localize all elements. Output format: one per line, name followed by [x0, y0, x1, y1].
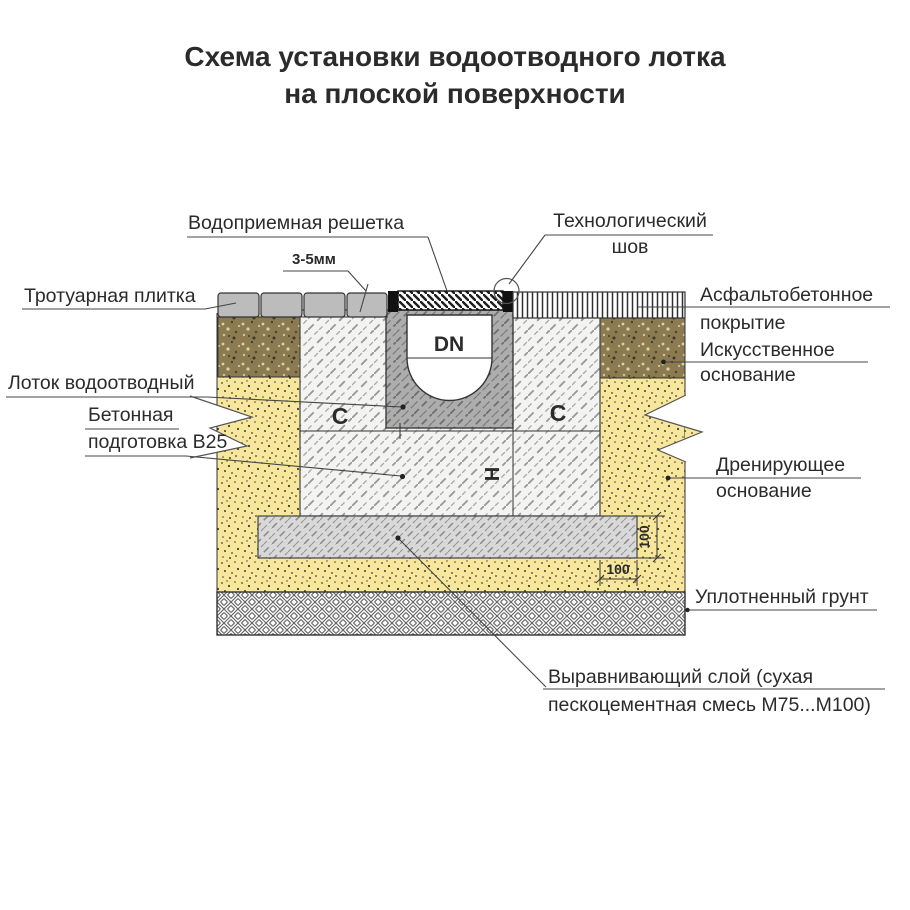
leader-tech-seam [508, 234, 546, 285]
label-drainage-base-line1: Дренирующее [716, 454, 845, 476]
dim-slash [595, 574, 605, 584]
label-compacted-soil: Уплотненный грунт [695, 586, 869, 608]
label-artificial-base-line2: основание [700, 364, 796, 386]
dim-slash [652, 511, 662, 521]
artificial-base-right [599, 317, 686, 379]
leader-gap-tick [359, 283, 369, 313]
slab-offset-label: 100 [606, 561, 630, 577]
section-break-left-edge [189, 395, 255, 459]
leader-dot [395, 535, 401, 541]
label-concrete-line2: подготовка В25 [88, 431, 227, 453]
page-title-line1: Схема установки водоотводного лотка [184, 41, 726, 72]
c-left-label: С [332, 403, 349, 429]
leader-gap [347, 270, 367, 292]
label-artificial-base-line1: Искусственное [700, 339, 835, 361]
label-tech-seam-line2: шов [612, 236, 649, 258]
dim-slash [652, 553, 662, 563]
label-gap: 3-5мм [292, 251, 336, 268]
leader-concrete [185, 455, 402, 477]
paving-tile [303, 292, 346, 318]
joint-strip-left [388, 291, 398, 312]
grate-hatch [397, 290, 504, 311]
asphalt-layer [512, 291, 686, 319]
leader-dot [661, 359, 666, 365]
label-concrete-line1: Бетонная [88, 404, 174, 426]
paving-tile [260, 292, 303, 318]
artificial-base-left [217, 316, 301, 378]
label-channel: Лоток водоотводный [8, 372, 194, 394]
tech-seam-circle [493, 277, 520, 305]
label-asphalt-line1: Асфальтобетонное [700, 284, 873, 306]
page-title-line2: на плоской поверхности [284, 78, 626, 109]
label-tech-seam-line1: Технологический [553, 210, 707, 232]
leader-paving-tile [22, 302, 237, 310]
section-break-right [645, 395, 712, 462]
label-grate: Водоприемная решетка [188, 212, 404, 234]
dn-dimension-label: DN [434, 333, 464, 356]
leader-leveling [397, 537, 547, 688]
dim-slash [632, 574, 642, 584]
leader-dot [399, 473, 406, 480]
compacted-soil-layer [216, 591, 686, 636]
label-asphalt-line2: покрытие [700, 312, 785, 334]
c-right-label: С [550, 400, 567, 426]
h-dimension-label: H [482, 467, 504, 481]
label-drainage-base-line2: основание [716, 480, 812, 502]
leader-channel [206, 396, 403, 408]
label-paving-tile: Тротуарная плитка [24, 285, 196, 307]
leveling-layer-slab [257, 515, 638, 559]
leader-grate [427, 236, 448, 292]
section-break-right-tip [685, 427, 702, 439]
section-break-right-edge [643, 394, 704, 463]
label-leveling-line2: пескоцементная смесь М75...М100) [548, 694, 871, 716]
leader-dot [685, 607, 690, 613]
leader-dot [665, 475, 671, 481]
label-leveling-line1: Выравнивающий слой (сухая [548, 666, 813, 688]
slab-thickness-label: 100 [636, 525, 652, 549]
leader-dot [400, 404, 406, 410]
joint-strip-right [503, 291, 513, 312]
paving-tile [346, 292, 388, 318]
